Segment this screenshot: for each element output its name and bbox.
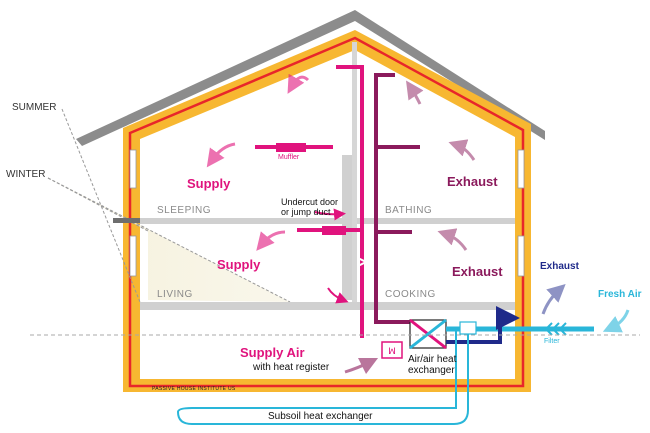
filter-chevrons — [544, 322, 567, 336]
exhaust-ducts — [374, 73, 420, 324]
central-wall — [352, 42, 357, 302]
supply-upper-label: Supply — [187, 176, 231, 191]
exhaust-out-duct — [446, 306, 520, 344]
filter-label: Filter — [544, 338, 560, 345]
ground-floor-slab — [140, 302, 515, 310]
svg-text:ꟽ: ꟽ — [388, 346, 396, 356]
muffler-label: Muffler — [278, 154, 300, 161]
with-heat-register-label: with heat register — [253, 362, 330, 373]
living-label: LIVING — [157, 289, 193, 300]
lower-muffler — [322, 226, 346, 235]
cooking-label: COOKING — [385, 289, 436, 300]
exhaust-outside-label: Exhaust — [540, 261, 579, 272]
heat-register — [381, 341, 403, 359]
supply-lower-label: Supply — [217, 257, 261, 272]
exhaust-upper-label: Exhaust — [447, 174, 498, 189]
bathing-label: BATHING — [385, 205, 433, 216]
sleeping-label: SLEEPING — [157, 205, 212, 216]
supply-air-label: Supply Air — [240, 345, 305, 360]
credit-label: PASSIVE HOUSE INSTITUTE US — [152, 386, 236, 392]
summer-label: SUMMER — [12, 102, 57, 113]
roof — [76, 10, 545, 146]
heat-exchanger-line1: Air/air heat — [408, 354, 457, 365]
undercut-line2: or jump duct — [281, 207, 331, 217]
fresh-air-label: Fresh Air — [598, 289, 642, 300]
undercut-line1: Undercut door — [281, 197, 339, 207]
upper-muffler — [276, 143, 306, 152]
upper-floor-slab — [140, 218, 515, 224]
exhaust-lower-label: Exhaust — [452, 264, 503, 279]
heat-exchanger-line2: exchanger — [408, 365, 455, 376]
subsoil-loop — [176, 328, 469, 425]
winter-label: WINTER — [6, 169, 46, 180]
subsoil-label: Subsoil heat exchanger — [268, 411, 373, 422]
